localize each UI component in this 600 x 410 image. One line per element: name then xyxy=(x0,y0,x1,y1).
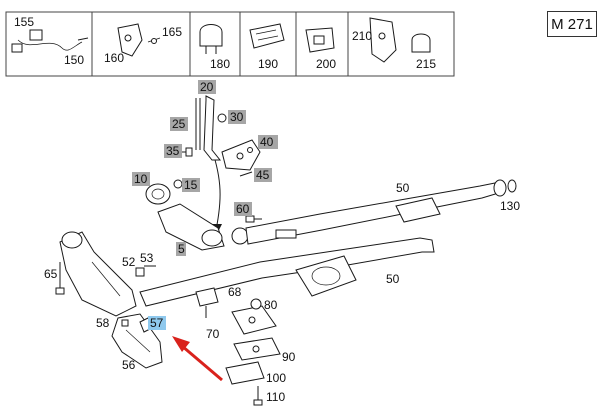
callout-70: 70 xyxy=(206,327,220,341)
callout-30: 30 xyxy=(230,110,244,124)
callout-50-lower: 50 xyxy=(386,272,400,286)
callout-110: 110 xyxy=(266,390,285,404)
red-pointer-arrow-icon xyxy=(172,336,223,382)
callout-57: 57 xyxy=(150,316,164,330)
header-label-210: 210 xyxy=(352,29,372,43)
part-gasket-10[interactable] xyxy=(145,183,171,205)
part-bolt-110[interactable] xyxy=(253,386,263,406)
part-clamp-130[interactable] xyxy=(493,179,517,197)
part-front-converter-5[interactable] xyxy=(157,203,249,251)
callout-25: 25 xyxy=(172,117,186,131)
callout-50-upper: 50 xyxy=(396,181,410,195)
part-washer-15[interactable] xyxy=(173,179,183,189)
part-plate-100[interactable] xyxy=(225,361,265,385)
callout-80: 80 xyxy=(264,298,278,312)
part-upper-pipe-50[interactable] xyxy=(245,181,503,245)
part-clamp-thumb-180[interactable] xyxy=(199,24,223,55)
callout-56: 56 xyxy=(122,358,136,372)
part-support-rod[interactable] xyxy=(195,95,227,161)
header-label-160: 160 xyxy=(104,51,124,65)
callout-10: 10 xyxy=(134,172,148,186)
header-labels: 155 150 160 165 180 190 200 210 215 xyxy=(14,15,436,71)
callout-68: 68 xyxy=(228,285,242,299)
callout-130: 130 xyxy=(500,199,520,213)
part-nut-58[interactable] xyxy=(121,319,129,327)
header-label-180: 180 xyxy=(210,57,230,71)
part-bracket-thumb-160[interactable] xyxy=(117,23,161,57)
part-main-converter[interactable] xyxy=(59,231,137,317)
header-label-190: 190 xyxy=(258,57,278,71)
header-label-150: 150 xyxy=(64,53,84,67)
part-hanger-thumb-210[interactable] xyxy=(369,17,431,63)
callout-5: 5 xyxy=(178,242,185,256)
part-nut-52[interactable] xyxy=(135,267,145,277)
header-label-165: 165 xyxy=(162,25,182,39)
callout-100: 100 xyxy=(266,371,286,385)
callout-40: 40 xyxy=(260,135,274,149)
header-label-215: 215 xyxy=(416,57,436,71)
callout-15: 15 xyxy=(184,178,198,192)
callout-60: 60 xyxy=(236,202,250,216)
header-label-200: 200 xyxy=(316,57,336,71)
callout-53: 53 xyxy=(140,251,154,265)
part-oxygen-sensor-thumb[interactable] xyxy=(11,29,89,53)
part-stud-65[interactable] xyxy=(55,262,65,295)
header-label-155: 155 xyxy=(14,15,34,29)
part-hanger-68[interactable] xyxy=(195,287,219,318)
callout-58: 58 xyxy=(96,316,110,330)
part-bolt-60[interactable] xyxy=(245,215,262,223)
part-plate-90[interactable] xyxy=(233,337,281,361)
part-mounting-bracket-40[interactable] xyxy=(221,139,261,177)
callout-90: 90 xyxy=(282,350,296,364)
part-nut-80[interactable] xyxy=(250,298,262,310)
callout-52: 52 xyxy=(122,255,136,269)
callout-35: 35 xyxy=(166,144,180,158)
callout-labels: 20 25 30 35 40 45 10 15 60 5 57 50 130 5… xyxy=(44,80,520,404)
part-mount-thumb-200[interactable] xyxy=(305,27,335,53)
callout-20: 20 xyxy=(200,80,214,94)
part-shield-thumb-190[interactable] xyxy=(249,23,285,49)
model-code-label: M 271 xyxy=(547,11,597,37)
callout-45: 45 xyxy=(256,168,270,182)
callout-65: 65 xyxy=(44,267,58,281)
part-bracket-70[interactable] xyxy=(231,305,277,335)
header-parts-strip xyxy=(5,11,455,77)
